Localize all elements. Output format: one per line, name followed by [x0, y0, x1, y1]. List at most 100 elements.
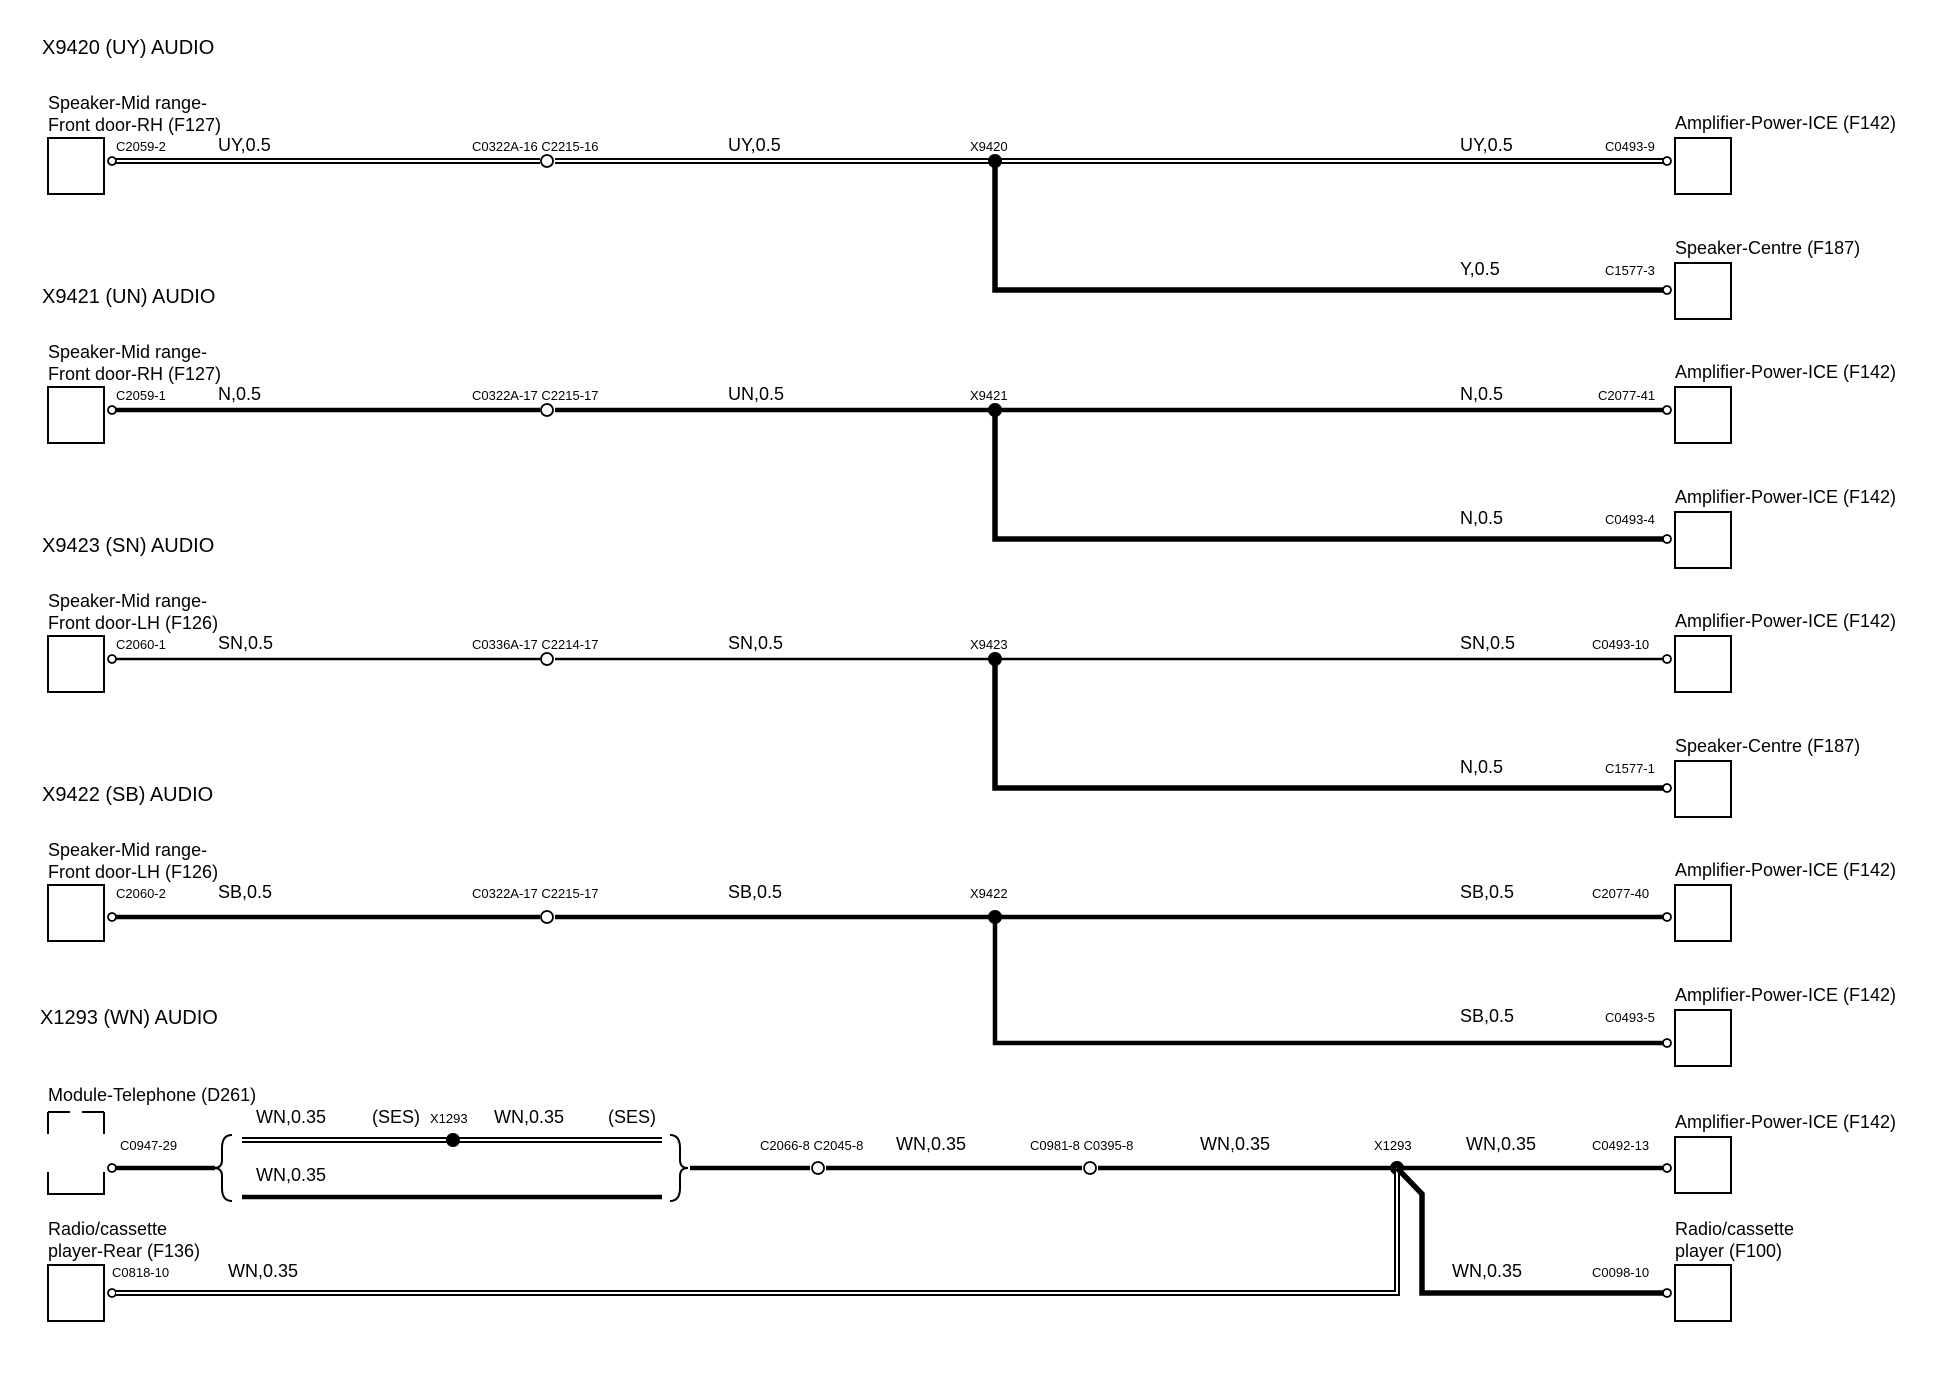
left-component-box: [47, 137, 105, 195]
radio-box: [1674, 1264, 1732, 1322]
right-bottom-component-box: [1674, 760, 1732, 818]
right-bottom-component-box: [1674, 1009, 1732, 1067]
inline-connector: [540, 910, 554, 924]
radio-rear-pin-label: C0818-10: [112, 1265, 169, 1280]
node-label: X9420: [970, 139, 1008, 154]
right-bottom-component-box: [1674, 262, 1732, 320]
shield-brace-left: [213, 1134, 233, 1202]
right-bottom-pin-label: C0493-5: [1605, 1010, 1655, 1025]
right-top-wire-label: SN,0.5: [1460, 633, 1515, 653]
amp-component: Amplifier-Power-ICE (F142): [1675, 1112, 1896, 1132]
wire-label-a: N,0.5: [218, 384, 261, 404]
branch-wire: [992, 410, 1665, 542]
node-label: X9423: [970, 637, 1008, 652]
inline-connector-label: C0322A-16 C2215-16: [472, 139, 598, 154]
radio-wire-label: WN,0.35: [1452, 1261, 1522, 1281]
node-label: X1293: [1374, 1138, 1412, 1153]
right-bottom-pin-label: C0493-4: [1605, 512, 1655, 527]
circuit-x9422: X9422 (SB) AUDIO Speaker-Mid range- Fron…: [42, 784, 1896, 1067]
right-top-wire-label: UY,0.5: [1460, 135, 1513, 155]
left-component-line2: Front door-RH (F127): [48, 115, 221, 135]
right-top-component-box: [1674, 137, 1732, 195]
right-top-pin-label: C2077-41: [1598, 388, 1655, 403]
right-top-component: Amplifier-Power-ICE (F142): [1675, 362, 1896, 382]
circuit-x9423: X9423 (SN) AUDIO Speaker-Mid range- Fron…: [42, 535, 1896, 818]
right-top-pin-label: C0493-9: [1605, 139, 1655, 154]
twist-node-label: X1293: [430, 1111, 468, 1126]
radio-wire: [1395, 1166, 1665, 1296]
ses-label-right: (SES): [608, 1107, 656, 1127]
connector-pin: [1662, 534, 1672, 544]
inline-connector-label: C0322A-17 C2215-17: [472, 886, 598, 901]
right-bottom-component: Speaker-Centre (F187): [1675, 736, 1860, 756]
splice-node: [988, 403, 1002, 417]
circuit-title: X9420 (UY) AUDIO: [42, 37, 214, 59]
inline-connector: [540, 652, 554, 666]
right-top-wire-label: SB,0.5: [1460, 882, 1514, 902]
circuit-title: X9423 (SN) AUDIO: [42, 535, 214, 557]
inline-connector-label: C0336A-17 C2214-17: [472, 637, 598, 652]
left-component-line1: Speaker-Mid range-: [48, 93, 207, 113]
connector-pin: [1662, 1038, 1672, 1048]
left-component-line1: Speaker-Mid range-: [48, 591, 207, 611]
inline-connector-a-label: C2066-8 C2045-8: [760, 1138, 863, 1153]
amp-wire-label: WN,0.35: [1466, 1134, 1536, 1154]
left-component-box: [47, 635, 105, 693]
wire-label-b: WN,0.35: [1200, 1134, 1270, 1154]
twist-wire-label-left: WN,0.35: [256, 1107, 326, 1127]
connector-pin: [107, 156, 117, 166]
connector-pin: [1662, 405, 1672, 415]
telephone-module-label: Module-Telephone (D261): [48, 1085, 256, 1105]
circuit-title: X9422 (SB) AUDIO: [42, 784, 213, 806]
wire-label-b: UY,0.5: [728, 135, 781, 155]
circuit-x9420: X9420 (UY) AUDIO Speaker-Mid range- Fron…: [42, 37, 1896, 320]
inline-connector-a: [811, 1161, 825, 1175]
right-top-component-box: [1674, 635, 1732, 693]
connector-pin: [1662, 912, 1672, 922]
branch-wire: [992, 161, 1665, 293]
wire-label-a: SN,0.5: [218, 633, 273, 653]
left-pin-label: C2059-1: [116, 388, 166, 403]
node-label: X9422: [970, 886, 1008, 901]
amp-component-box: [1674, 1136, 1732, 1194]
wire-label-b: SN,0.5: [728, 633, 783, 653]
right-bottom-wire-label: SB,0.5: [1460, 1006, 1514, 1026]
connector-pin: [1662, 654, 1672, 664]
right-top-component: Amplifier-Power-ICE (F142): [1675, 611, 1896, 631]
circuit-title: X1293 (WN) AUDIO: [40, 1007, 218, 1029]
left-component-line2: Front door-LH (F126): [48, 862, 218, 882]
radio-rear-wire: [116, 1168, 1398, 1294]
connector-pin: [1662, 1288, 1672, 1298]
left-component-line1: Speaker-Mid range-: [48, 342, 207, 362]
circuit-x9421: X9421 (UN) AUDIO Speaker-Mid range- Fron…: [42, 286, 1896, 569]
connector-pin: [1662, 285, 1672, 295]
node-label: X9421: [970, 388, 1008, 403]
inline-connector: [540, 154, 554, 168]
left-pin-label: C2059-2: [116, 139, 166, 154]
inline-connector-b-label: C0981-8 C0395-8: [1030, 1138, 1133, 1153]
right-bottom-pin-label: C1577-3: [1605, 263, 1655, 278]
branch-wire: [992, 659, 1665, 791]
radio-rear-line1: Radio/cassette: [48, 1219, 167, 1239]
right-bottom-component: Speaker-Centre (F187): [1675, 238, 1860, 258]
twist-splice-node: [446, 1133, 460, 1147]
right-bottom-pin-label: C1577-1: [1605, 761, 1655, 776]
connector-pin: [107, 405, 117, 415]
wire-label-a: SB,0.5: [218, 882, 272, 902]
shield-brace-right: [669, 1134, 689, 1202]
right-bottom-component: Amplifier-Power-ICE (F142): [1675, 985, 1896, 1005]
left-pin-label: C2060-2: [116, 886, 166, 901]
left-component-line1: Speaker-Mid range-: [48, 840, 207, 860]
telephone-pin-label: C0947-29: [120, 1138, 177, 1153]
radio-line2: player (F100): [1675, 1241, 1782, 1261]
connector-pin: [1662, 783, 1672, 793]
twist-wire-label-low: WN,0.35: [256, 1165, 326, 1185]
connector-pin: [107, 912, 117, 922]
left-component-box: [47, 386, 105, 444]
radio-pin-label: C0098-10: [1592, 1265, 1649, 1280]
twist-wire-label-right: WN,0.35: [494, 1107, 564, 1127]
inline-connector-label: C0322A-17 C2215-17: [472, 388, 598, 403]
right-bottom-component-box: [1674, 511, 1732, 569]
circuit-x1293: X1293 (WN) AUDIO Module-Telephone (D261)…: [40, 1007, 1896, 1322]
